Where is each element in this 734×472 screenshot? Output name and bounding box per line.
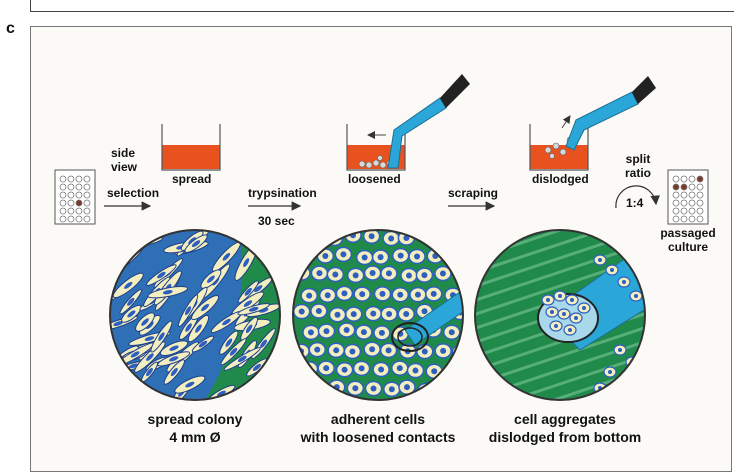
passaged-culture-label: passaged culture (652, 226, 724, 254)
ratio-value: 1:4 (626, 196, 643, 210)
caption-cell-aggregates-line1: cell aggregates (470, 410, 660, 428)
multiwell-plate-icon (55, 170, 95, 224)
split-ratio-label: split ratio (620, 152, 656, 180)
caption-cell-aggregates-line2: dislodged from bottom (470, 428, 660, 446)
caption-adherent-cells-line1: adherent cells (283, 410, 473, 428)
spread-label: spread (172, 172, 211, 186)
loosened-label: loosened (348, 172, 401, 186)
caption-spread-colony-line1: spread colony (115, 410, 275, 428)
caption-spread-colony: spread colony 4 mm Ø (115, 410, 275, 446)
well-spread-icon (162, 124, 220, 170)
trypsination-label: trypsination (248, 186, 317, 200)
selection-label: selection (107, 186, 159, 200)
time-label: 30 sec (258, 214, 295, 228)
scraping-label: scraping (448, 186, 498, 200)
side-view-text: side view (111, 146, 147, 174)
adherent-cells-micrograph (293, 228, 480, 400)
dislodged-label: dislodged (532, 172, 589, 186)
caption-cell-aggregates: cell aggregates dislodged from bottom (470, 410, 660, 446)
side-view-label: side view (111, 146, 147, 174)
cell-aggregates-micrograph (470, 200, 660, 442)
passaged-plate-icon (668, 170, 708, 224)
caption-adherent-cells-line2: with loosened contacts (283, 428, 473, 446)
caption-adherent-cells: adherent cells with loosened contacts (283, 410, 473, 446)
well-loosened-icon (347, 74, 470, 170)
caption-spread-colony-line2: 4 mm Ø (115, 428, 275, 446)
spread-colony-micrograph (98, 226, 290, 408)
